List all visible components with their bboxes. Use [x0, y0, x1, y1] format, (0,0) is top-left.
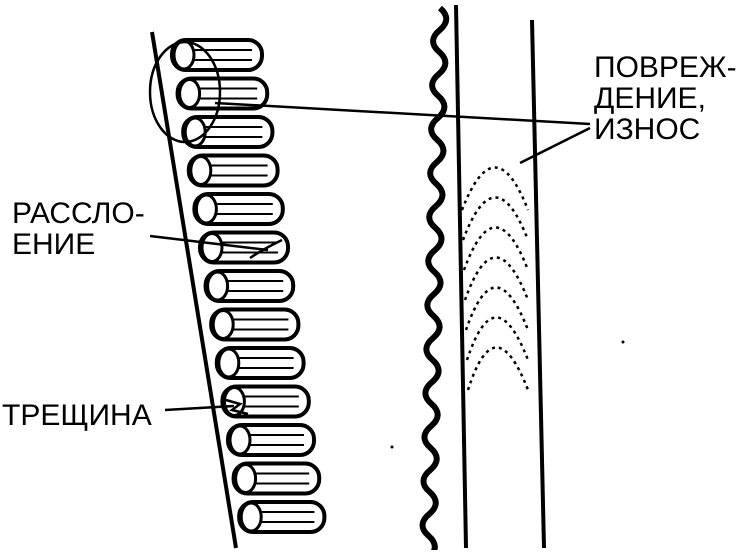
tooth-end-cap — [194, 193, 218, 225]
wear-streak — [464, 286, 530, 331]
belt-tooth — [181, 115, 275, 149]
leader-wear-to-streaks — [519, 126, 591, 165]
tooth-end-cap — [200, 232, 224, 263]
wear-streak — [461, 196, 530, 241]
belt-tooth — [186, 153, 280, 188]
tooth-end-cap — [206, 270, 230, 302]
label-delam-line2: ЕНИЕ — [12, 228, 96, 261]
wear-streak — [465, 316, 530, 361]
tooth-end-cap — [172, 39, 196, 71]
right-belt-line-2 — [530, 19, 546, 549]
leader-delamination — [149, 234, 269, 252]
label-delamination: РАССЛО- ЕНИЕ — [12, 198, 145, 260]
speck — [621, 340, 625, 344]
wear-streaks — [460, 166, 530, 391]
delamination-mark — [249, 238, 283, 260]
tooth-end-cap — [228, 424, 252, 456]
crack-mark — [225, 398, 249, 416]
belt-tooth — [175, 76, 270, 111]
wear-streak — [466, 346, 530, 391]
label-wear-line1: ПОВРЕЖ- — [594, 51, 737, 84]
leader-crack — [164, 404, 235, 412]
label-wear: ПОВРЕЖ- ДЕНИЕ, ИЗНОС — [594, 52, 737, 145]
tooth-end-cap — [217, 347, 241, 379]
leader-wear-to-circle — [214, 101, 591, 126]
right-belt-tooth-profile — [419, 5, 450, 555]
label-crack: ТРЕЩИНА — [2, 399, 152, 432]
label-delam-line1: РАССЛО- — [12, 197, 145, 230]
speck — [390, 445, 394, 449]
wear-streak — [460, 166, 530, 211]
left-belt-back-edge — [150, 31, 238, 549]
wear-streak — [463, 256, 530, 301]
tooth-end-cap — [211, 309, 235, 340]
right-belt-line-1 — [454, 4, 468, 549]
tooth-end-cap — [234, 463, 258, 494]
left-belt-teeth — [170, 38, 327, 534]
tooth-end-cap — [178, 78, 202, 109]
tooth-end-cap — [189, 155, 213, 186]
label-wear-line3: ИЗНОС — [594, 113, 701, 146]
label-wear-line2: ДЕНИЕ, — [594, 82, 706, 115]
wear-streak — [462, 226, 530, 271]
tooth-end-cap — [239, 501, 263, 533]
damage-highlight-circle — [148, 40, 222, 144]
